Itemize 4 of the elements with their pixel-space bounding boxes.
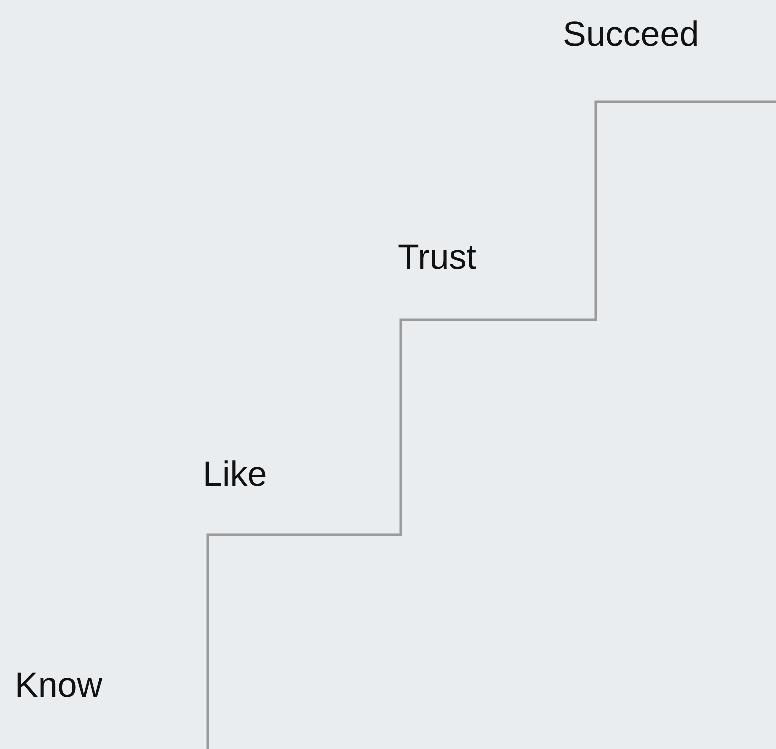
step-label: Know bbox=[15, 668, 103, 703]
step-label: Like bbox=[203, 457, 268, 492]
step-label: Trust bbox=[398, 240, 476, 275]
step-label: Succeed bbox=[563, 17, 700, 52]
